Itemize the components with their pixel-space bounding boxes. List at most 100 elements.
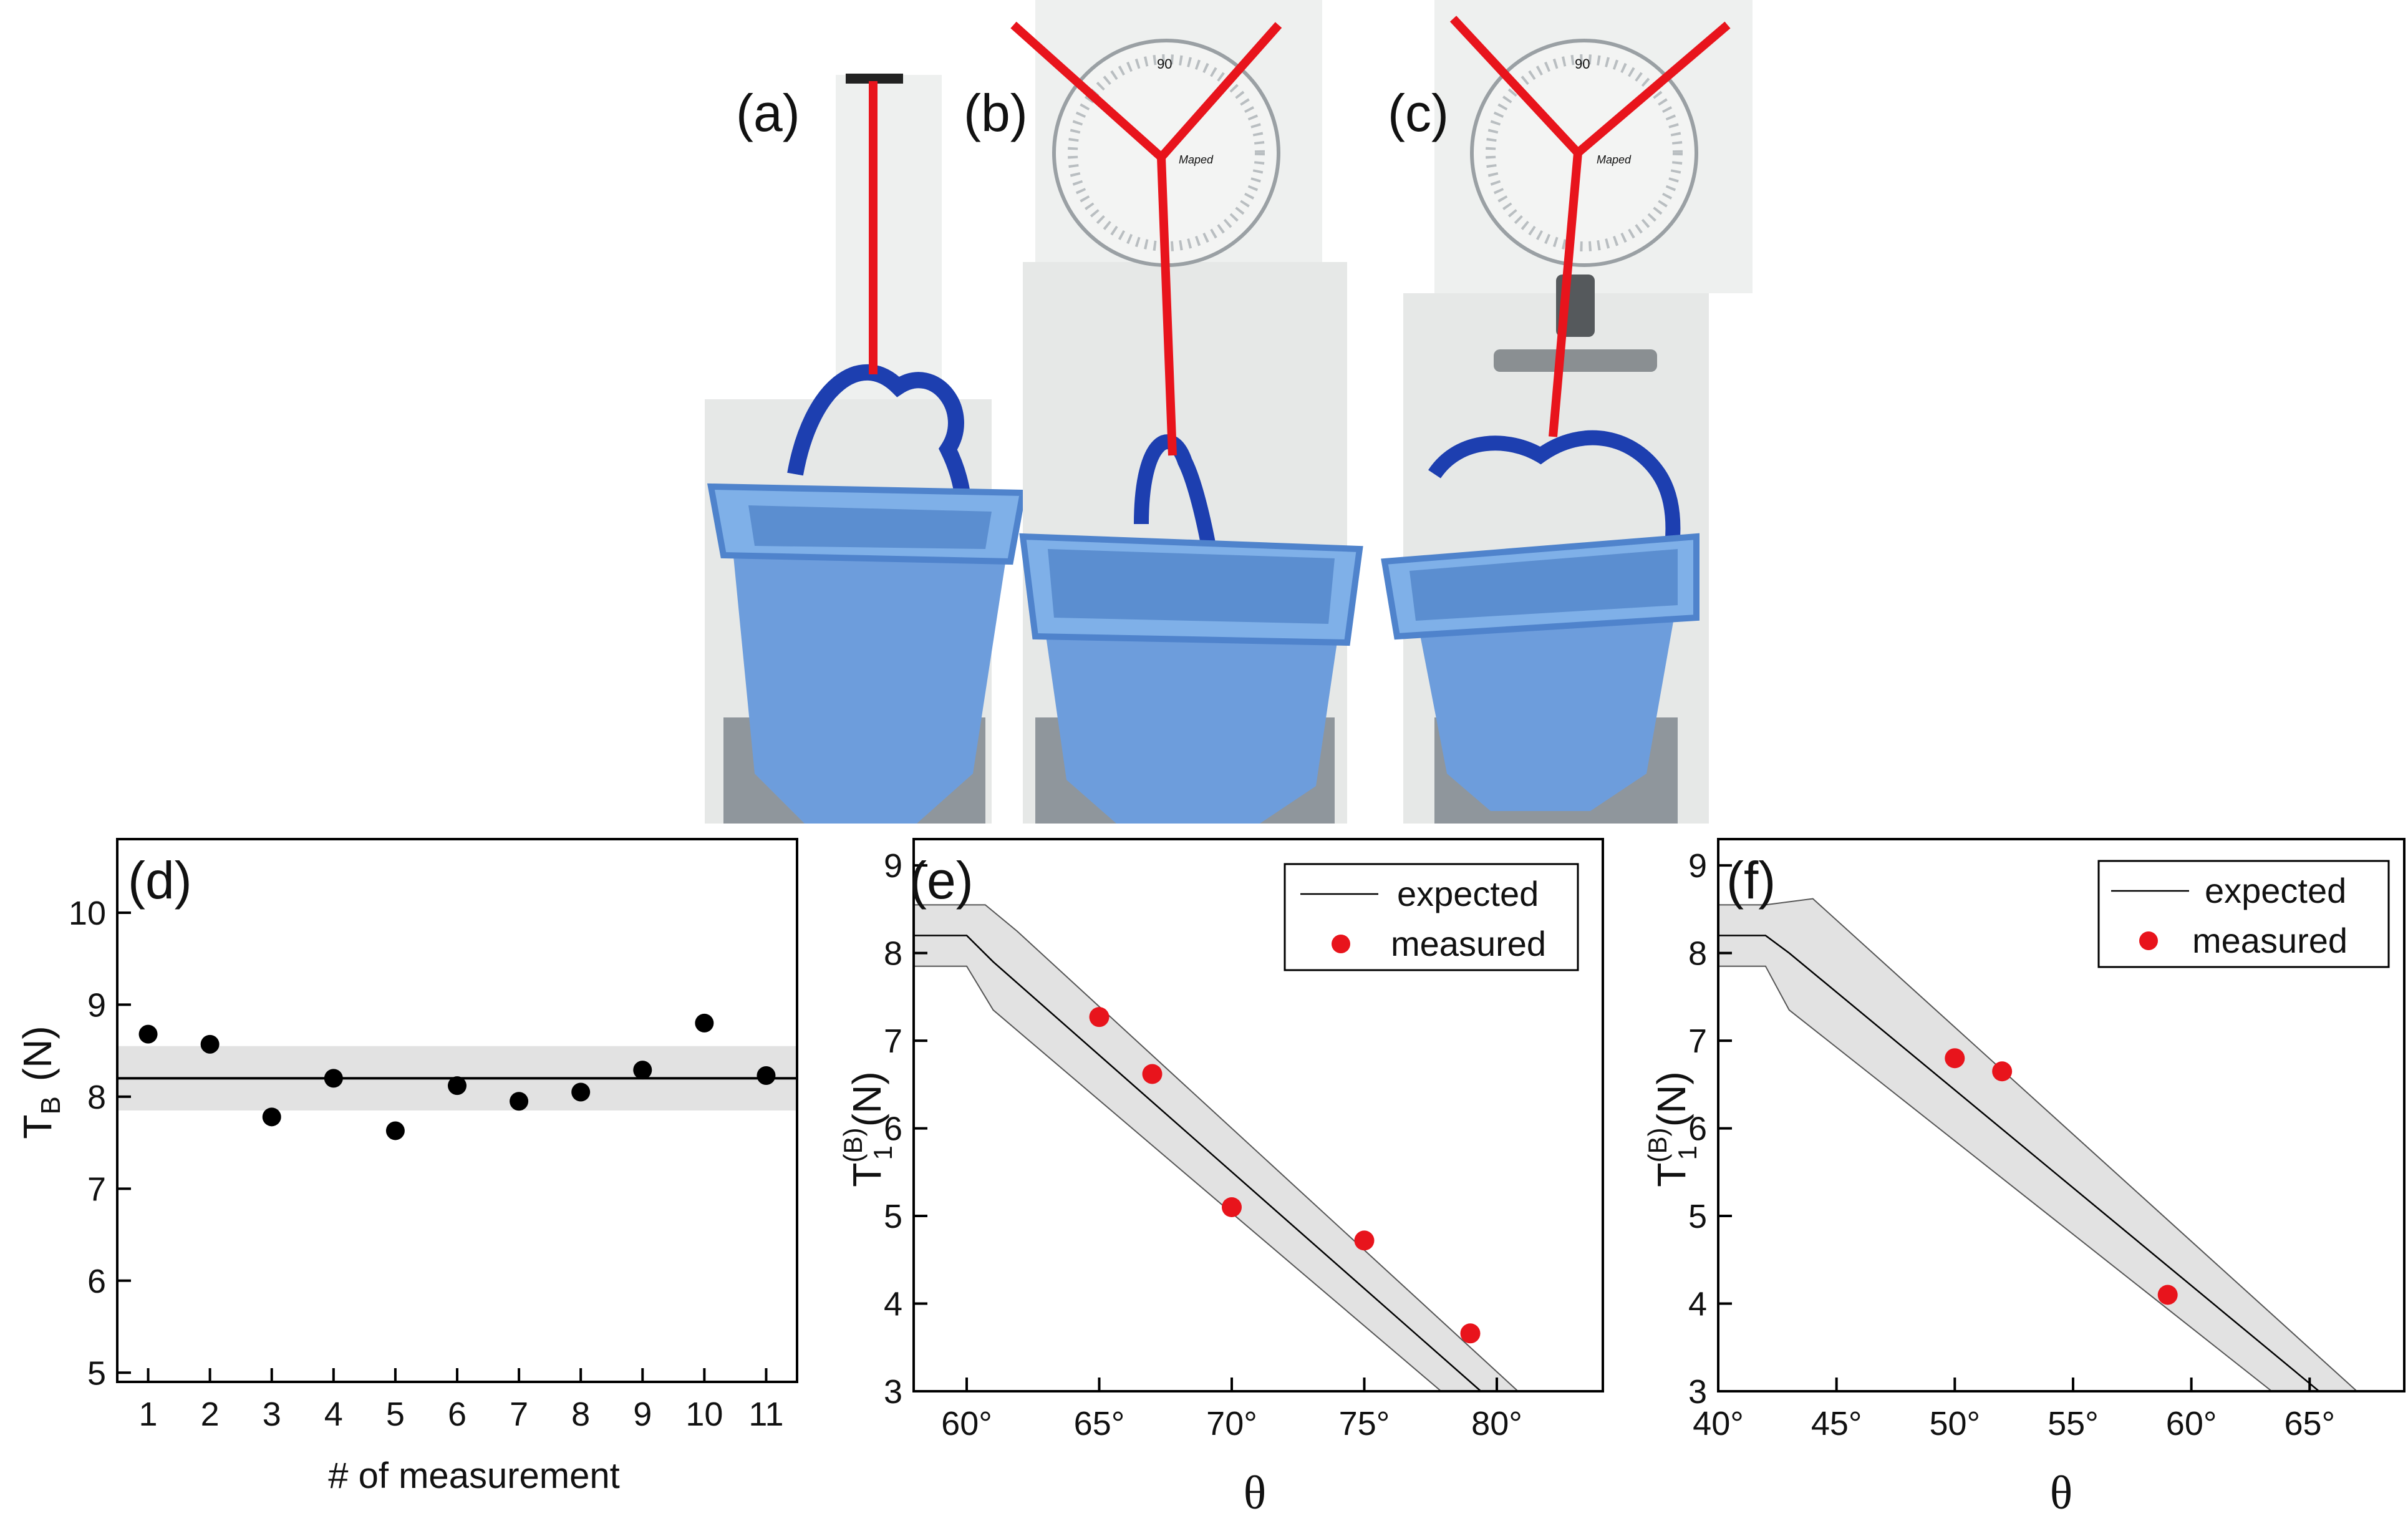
chart-e-ylabel-sub: 1 [868,1145,897,1160]
chart-d-xlabel: # of measurement [328,1456,619,1496]
chart-d-xtick-label: 11 [748,1396,783,1433]
chart-d-ylabel-unit: (N) [15,1026,60,1081]
chart-e-expected-line [914,935,1482,1392]
photo-a: (a) [705,74,1027,824]
chart-e-xtick-label: 65° [1074,1405,1125,1442]
chart-e-legend-expected-label: expected [1397,874,1539,913]
protractor-b-scale [1068,54,1265,251]
chart-f-xtick-label: 45° [1811,1405,1862,1442]
chart-d-xtick-label: 8 [571,1396,590,1433]
protractor-b-brand: Maped [1179,153,1214,166]
protractor-c-scale [1486,54,1683,251]
chart-f-ytick-label: 7 [1688,1023,1707,1060]
photo-b-bucket-inner [1048,549,1335,624]
chart-f-measured-point [1992,1061,2013,1082]
chart-f-legend-measured-swatch [2139,931,2158,950]
chart-f-ytick-label: 5 [1688,1198,1707,1235]
chart-d-point [510,1092,529,1111]
chart-f-ytick-label: 4 [1688,1286,1707,1323]
chart-f-xtick-label: 65° [2284,1405,2335,1442]
chart-e-measured-point [1354,1230,1375,1251]
chart-f-ylabel-sub: 1 [1673,1145,1702,1160]
chart-f-xtick-label: 40° [1693,1405,1744,1442]
chart-d-xtick-label: 10 [685,1396,723,1433]
photo-a-bucket-inner [748,505,992,549]
chart-e-ytick-label: 4 [884,1286,902,1323]
chart-d-xtick-label: 7 [510,1396,528,1433]
chart-e-xtick-label: 70° [1206,1405,1257,1442]
chart-d-ylabel-main: T [15,1115,60,1139]
chart-f-xlabel: θ [2050,1467,2072,1519]
weight-rod [1494,349,1657,372]
photo-a-hook-bar [846,74,903,84]
panel-label-c: (c) [1388,84,1449,142]
chart-e-legend-measured-swatch [1332,935,1350,953]
chart-f-ylabel-sup: (B) [1643,1128,1672,1163]
chart-d-point [695,1013,714,1033]
chart-d-point [262,1107,281,1127]
chart-e-ytick-label: 5 [884,1198,902,1235]
protractor-c-mark: 90 [1575,56,1590,72]
chart-d-point [385,1121,405,1140]
chart-d-ytick-label: 10 [69,895,106,932]
chart-d-xtick-label: 1 [139,1396,158,1433]
chart-f-ylabel-main: T [1649,1163,1694,1187]
chart-d-point [138,1024,158,1044]
chart-d-xtick-label: 9 [633,1396,652,1433]
chart-f-ylabel: T(B)1(N) [1643,1071,1702,1187]
chart-e-measured-point [1142,1064,1163,1084]
chart-d-point [324,1069,343,1088]
panel-label-d: (d) [128,851,192,910]
chart-d-point [571,1082,591,1102]
chart-f-ytick-label: 6 [1688,1110,1707,1148]
chart-e-xtick-label: 60° [941,1405,992,1442]
chart-f-ytick-label: 3 [1688,1373,1707,1411]
photo-c: 90 Maped (c) [1381,0,1753,824]
chart-d-xtick-label: 6 [448,1396,467,1433]
chart-f-measured-point [2157,1285,2178,1305]
chart-f-legend-measured-label: measured [2192,921,2348,960]
chart-d-ytick-label: 8 [87,1079,106,1116]
chart-d-point [757,1066,776,1085]
chart-e-xtick-label: 80° [1471,1405,1522,1442]
photo-c-strings [1449,16,1731,437]
chart-f-ytick-label: 9 [1688,847,1707,885]
panel-label-e: (e) [909,851,974,910]
panel-label-f: (f) [1726,851,1776,910]
protractor-c-brand: Maped [1597,153,1632,166]
chart-e-ytick-label: 9 [884,847,902,885]
chart-f-frame [1717,838,2406,1392]
chart-d-ytick-label: 6 [87,1263,106,1300]
chart-f-xtick-label: 55° [2048,1405,2099,1442]
chart-d-ylabel-sub: B [36,1096,66,1114]
photo-b-strings [1010,21,1282,456]
chart-e-ytick-label: 7 [884,1023,902,1060]
chart-f-ytick-label: 8 [1688,935,1707,973]
chart-e-measured-point [1222,1197,1242,1217]
chart-d-xtick-label: 2 [201,1396,220,1433]
chart-e-ytick-label: 8 [884,935,902,973]
chart-e-legend: expected measured [1284,863,1579,971]
chart-e-xlabel: θ [1244,1467,1266,1519]
chart-d-xtick-label: 4 [324,1396,343,1433]
chart-e-legend-box [1284,863,1579,971]
chart-d-xtick-label: 5 [386,1396,405,1433]
photo-c-bucket-inner [1410,549,1678,621]
chart-e-ylabel-sup: (B) [838,1128,868,1163]
chart-f-legend: expected measured [2097,860,2390,968]
chart-e-frame [912,838,1604,1392]
chart-f-expected-line [1718,935,2320,1392]
chart-e-ytick-label: 3 [884,1373,902,1411]
photo-a-bucket-body [730,518,1010,824]
chart-d-point [200,1034,220,1054]
chart-e-ylabel-main: T [844,1163,889,1187]
chart-f-xtick-label: 50° [1929,1405,1980,1442]
chart-d-point [448,1076,467,1096]
chart-e-measured-point [1089,1007,1110,1028]
chart-f-measured-point [1945,1048,1965,1069]
chart-e-measured-point [1460,1323,1481,1344]
chart-d-ytick-label: 5 [87,1354,106,1392]
